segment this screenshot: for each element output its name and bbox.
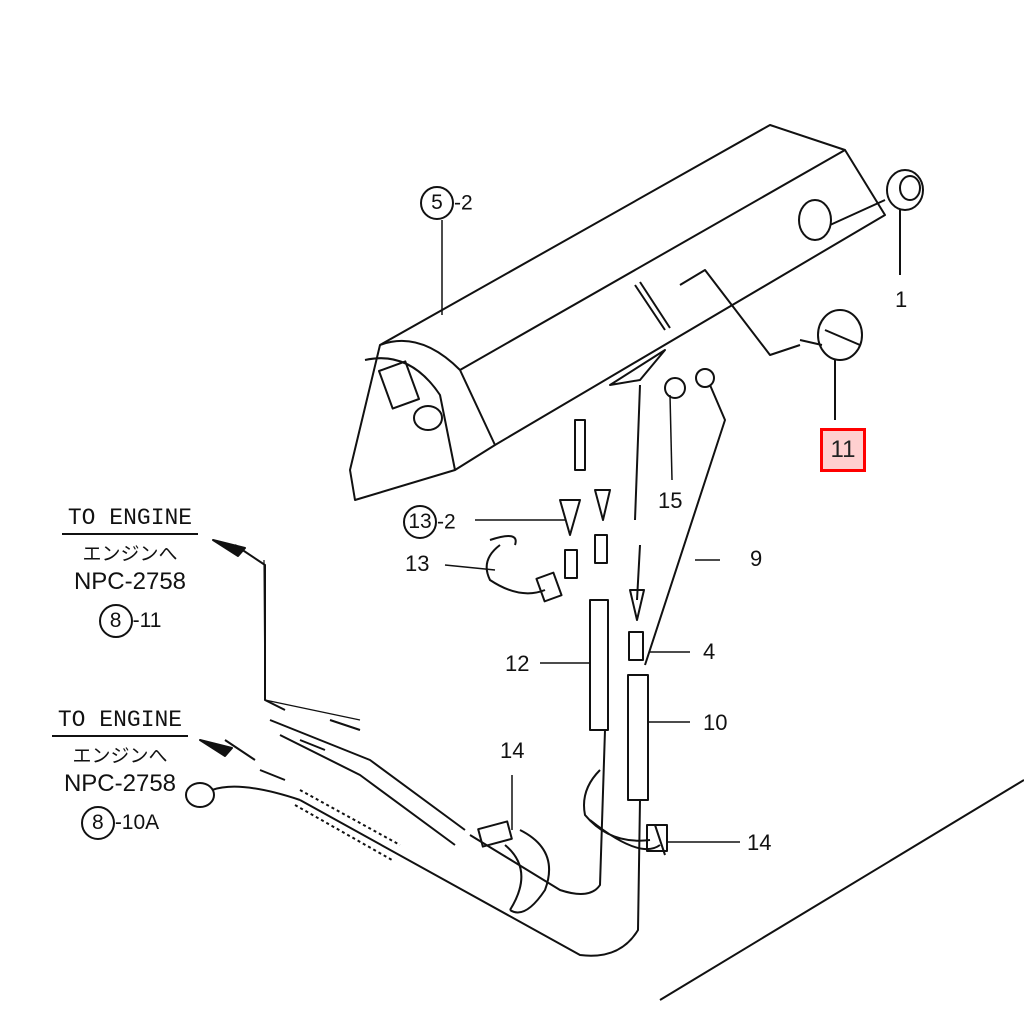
- callout-suffix: -2: [437, 510, 456, 534]
- leader-lines: [263, 220, 740, 843]
- callout-13: 13: [405, 551, 430, 576]
- ref-suffix: -10A: [114, 811, 160, 834]
- to-engine-title: TO ENGINE: [61, 505, 199, 535]
- callout-13-2: 13-2: [403, 505, 456, 539]
- to-engine-title: TO ENGINE: [51, 707, 189, 737]
- callout-10: 10: [703, 710, 728, 735]
- callout-14-right: 14: [747, 830, 772, 855]
- arrowhead-bottom: [199, 739, 233, 757]
- callout-circle: 13: [403, 505, 437, 539]
- callout-11-highlighted[interactable]: 11: [820, 428, 866, 472]
- callout-1: 1: [895, 287, 908, 312]
- cover-housing: [349, 124, 886, 501]
- callout-suffix: -2: [454, 191, 473, 215]
- part-number: NPC-2758: [73, 568, 187, 595]
- callout-circle: 5: [420, 186, 454, 220]
- part-number: NPC-2758: [63, 770, 177, 797]
- callout-14-left: 14: [500, 738, 525, 763]
- callout-9: 9: [750, 546, 763, 571]
- grommet-part-1: [829, 169, 924, 275]
- ref-callout: 8-10A: [30, 806, 210, 840]
- callout-15: 15: [658, 488, 683, 513]
- arrowhead-top: [212, 539, 246, 557]
- ref-circle: 8: [80, 806, 115, 840]
- wiring-harness: [185, 368, 1024, 1001]
- ref-suffix: -11: [132, 609, 162, 632]
- switch-part-11: [799, 309, 863, 420]
- japanese-label: エンジンへ: [72, 746, 168, 767]
- callout-4: 4: [703, 639, 716, 664]
- callout-12: 12: [505, 651, 530, 676]
- ref-callout: 8-11: [40, 604, 220, 638]
- callout-5-2: 5-2: [420, 186, 473, 220]
- engine-reference-top: TO ENGINE エンジンへ NPC-2758 8-11: [40, 505, 220, 638]
- japanese-label: エンジンへ: [82, 544, 178, 565]
- engine-reference-bottom: TO ENGINE エンジンへ NPC-2758 8-10A: [30, 707, 210, 840]
- ref-circle: 8: [98, 604, 133, 638]
